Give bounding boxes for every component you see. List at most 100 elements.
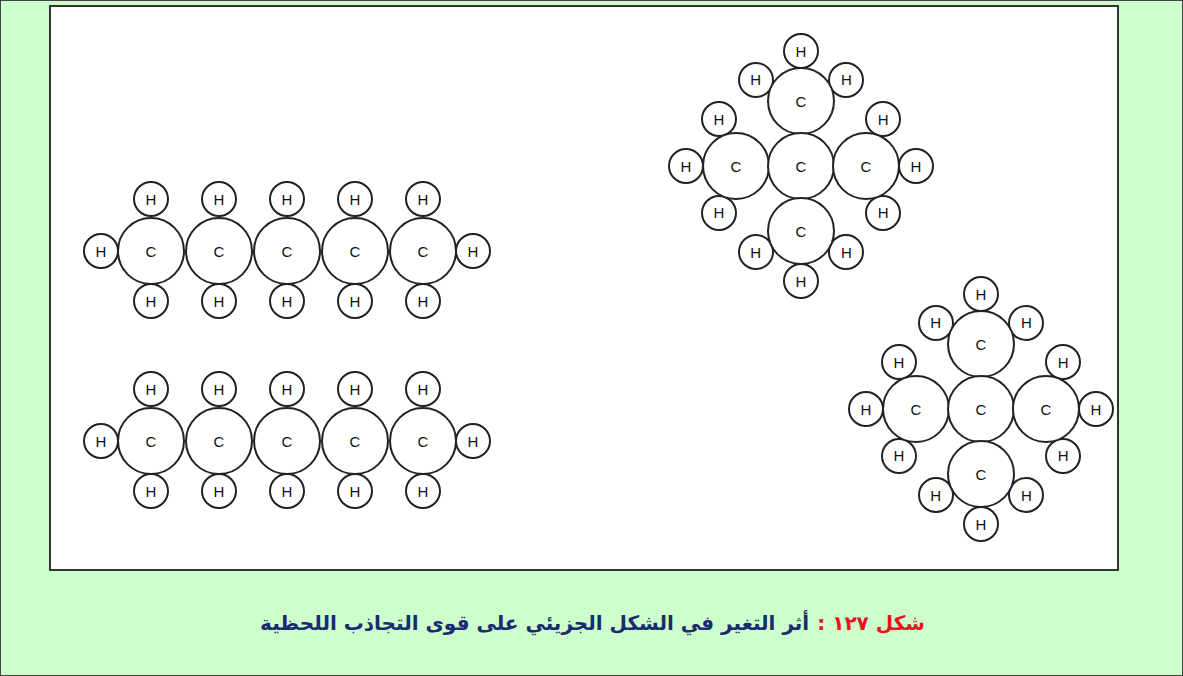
atom-circle: H <box>201 473 237 509</box>
atom-circle: H <box>455 423 491 459</box>
atom-symbol: C <box>146 244 157 259</box>
atom-circle: H <box>201 181 237 217</box>
atom-circle: H <box>701 195 737 231</box>
atom-circle: C <box>253 407 321 475</box>
atom-symbol: H <box>282 192 293 207</box>
atom-circle: H <box>269 181 305 217</box>
atom-circle: H <box>133 371 169 407</box>
atom-symbol: C <box>911 402 922 417</box>
caption-row: شكل ١٢٧ :أثر التغير في الشكل الجزيئي على… <box>1 611 1183 635</box>
atom-circle: H <box>201 283 237 319</box>
atom-circle: H <box>405 473 441 509</box>
atom-symbol: H <box>146 192 157 207</box>
atom-symbol: C <box>282 434 293 449</box>
atom-circle: H <box>337 283 373 319</box>
atom-symbol: H <box>713 205 724 220</box>
atom-symbol: C <box>796 159 807 174</box>
figure-caption: أثر التغير في الشكل الجزيئي على قوى التج… <box>260 611 809 635</box>
atom-symbol: H <box>681 159 692 174</box>
atom-circle: C <box>702 132 770 200</box>
atom-symbol: H <box>468 434 479 449</box>
atom-symbol: H <box>146 484 157 499</box>
atom-symbol: C <box>861 159 872 174</box>
atom-symbol: C <box>976 402 987 417</box>
atom-symbol: C <box>350 244 361 259</box>
atom-circle: C <box>832 132 900 200</box>
atom-symbol: H <box>146 294 157 309</box>
atom-symbol: H <box>418 192 429 207</box>
atom-symbol: H <box>468 244 479 259</box>
atom-symbol: H <box>146 382 157 397</box>
atom-circle: C <box>947 310 1015 378</box>
atom-circle: C <box>253 217 321 285</box>
atom-circle: H <box>963 506 999 542</box>
atom-circle: H <box>83 233 119 269</box>
atom-symbol: H <box>214 382 225 397</box>
atom-symbol: H <box>214 484 225 499</box>
atom-circle: C <box>767 67 835 135</box>
atom-symbol: H <box>750 72 761 87</box>
atom-circle: C <box>882 375 950 443</box>
atom-symbol: H <box>893 355 904 370</box>
atom-circle: C <box>947 375 1015 443</box>
atom-symbol: C <box>976 337 987 352</box>
atom-symbol: C <box>350 434 361 449</box>
atom-symbol: C <box>796 94 807 109</box>
atom-symbol: H <box>350 484 361 499</box>
atom-symbol: H <box>96 244 107 259</box>
atom-symbol: H <box>418 294 429 309</box>
atom-symbol: H <box>418 484 429 499</box>
atom-symbol: H <box>1058 355 1069 370</box>
atom-symbol: H <box>282 484 293 499</box>
atom-circle: H <box>83 423 119 459</box>
atom-symbol: H <box>861 402 872 417</box>
atom-symbol: H <box>214 192 225 207</box>
atom-circle: H <box>1045 438 1081 474</box>
atom-symbol: H <box>841 245 852 260</box>
atom-circle: H <box>405 371 441 407</box>
atom-symbol: H <box>282 382 293 397</box>
atom-circle: H <box>337 473 373 509</box>
atom-symbol: H <box>1021 488 1032 503</box>
atom-symbol: H <box>796 44 807 59</box>
atom-symbol: C <box>731 159 742 174</box>
atom-symbol: H <box>878 205 889 220</box>
atom-circle: H <box>337 181 373 217</box>
atom-symbol: C <box>418 244 429 259</box>
atom-symbol: H <box>1021 315 1032 330</box>
atom-circle: C <box>321 217 389 285</box>
atom-symbol: H <box>796 274 807 289</box>
atom-circle: C <box>117 217 185 285</box>
atom-circle: H <box>783 263 819 299</box>
atom-circle: C <box>947 440 1015 508</box>
atom-symbol: H <box>350 192 361 207</box>
atom-circle: C <box>767 132 835 200</box>
atom-circle: H <box>133 473 169 509</box>
atom-circle: C <box>1012 375 1080 443</box>
atom-symbol: H <box>96 434 107 449</box>
atom-symbol: H <box>878 112 889 127</box>
atom-circle: H <box>881 438 917 474</box>
atom-symbol: C <box>1041 402 1052 417</box>
atom-circle: H <box>1078 391 1114 427</box>
atom-circle: C <box>389 407 457 475</box>
atom-circle: C <box>767 197 835 265</box>
atom-symbol: C <box>282 244 293 259</box>
atom-symbol: H <box>841 72 852 87</box>
atom-circle: H <box>783 33 819 69</box>
atom-symbol: H <box>1058 448 1069 463</box>
atom-symbol: H <box>930 315 941 330</box>
atom-circle: H <box>898 148 934 184</box>
atom-circle: H <box>201 371 237 407</box>
atom-symbol: C <box>146 434 157 449</box>
atom-circle: C <box>117 407 185 475</box>
atom-circle: H <box>865 195 901 231</box>
atom-circle: H <box>269 371 305 407</box>
atom-circle: H <box>848 391 884 427</box>
atom-circle: C <box>389 217 457 285</box>
atom-circle: H <box>337 371 373 407</box>
atom-symbol: C <box>796 224 807 239</box>
atom-circle: H <box>133 181 169 217</box>
atom-symbol: C <box>214 244 225 259</box>
